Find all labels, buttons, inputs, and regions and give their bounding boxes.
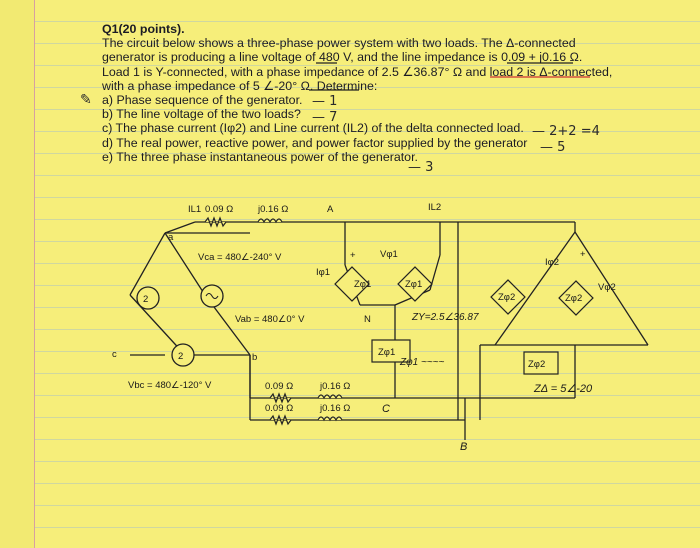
question-line: e) The three phase instantaneous power o…	[102, 149, 418, 164]
node-c-hand: C	[382, 403, 390, 415]
label-line-x2: j0.16 Ω	[319, 381, 350, 392]
note-zy: ZY=2.5∠36.87	[411, 312, 479, 323]
label-iphi1: Iφ1	[316, 267, 330, 278]
voltage-source-icon	[136, 286, 160, 310]
label-vphi2: Vφ2	[598, 282, 616, 293]
node-a-small: a	[168, 232, 174, 243]
note-zdelta: ZΔ = 5∠-20	[533, 383, 593, 395]
label-z1c: Zφ1	[378, 347, 395, 358]
node-n: N	[364, 314, 371, 325]
question-line: b) The line voltage of the two loads?	[102, 107, 301, 122]
question-line: a) Phase sequence of the generator.	[102, 93, 303, 108]
hand-mark-b: — 7	[312, 110, 338, 125]
voltage-source-icon	[171, 343, 195, 367]
label-line-r3: 0.09 Ω	[265, 403, 293, 414]
impedance-box	[334, 266, 370, 302]
label-line-r2: 0.09 Ω	[265, 381, 293, 392]
node-a: A	[327, 204, 334, 215]
resistor-icon	[204, 216, 227, 228]
label-z1a: Zφ1	[354, 279, 371, 290]
gen-number: 2	[178, 351, 183, 362]
question-line: The circuit below shows a three-phase po…	[102, 36, 576, 51]
note-zphi1: Zφ1 ~~~~	[399, 357, 444, 368]
scribble-icon: ✎	[80, 92, 92, 108]
hand-mark-d: — 5	[540, 140, 566, 155]
impedance-box	[371, 339, 411, 363]
label-vbc: Vbc = 480∠-120° V	[128, 380, 212, 391]
inductor-icon	[317, 416, 343, 422]
resistor-icon	[269, 392, 292, 404]
inductor-icon	[317, 394, 343, 400]
question-text: Q1(20 points). The circuit below shows a…	[102, 22, 682, 164]
label-vphi1: Vφ1	[380, 249, 398, 260]
question-line: generator is producing a line voltage of…	[102, 50, 583, 65]
label-z2c: Zφ2	[528, 359, 545, 370]
label-line-x3: j0.16 Ω	[319, 403, 350, 414]
paper-margin	[0, 0, 35, 548]
label-iphi2: Iφ2	[545, 257, 559, 268]
question-line: with a phase impedance of 5 ∠-20° Ω. Det…	[102, 78, 378, 93]
hand-mark-a: — 1	[312, 94, 338, 109]
label-il2: IL2	[428, 202, 441, 213]
gen-number: 2	[143, 294, 148, 305]
plus-sign: +	[350, 250, 356, 261]
plus-sign-2: +	[580, 249, 586, 260]
label-line-x: j0.16 Ω	[257, 204, 288, 215]
question-title: Q1(20 points).	[102, 22, 185, 36]
label-z1b: Zφ1	[405, 279, 422, 290]
question-line: d) The real power, reactive power, and p…	[102, 135, 528, 150]
impedance-box	[558, 280, 594, 316]
node-c-small: c	[112, 349, 117, 360]
resistor-icon	[269, 414, 292, 426]
hand-mark-c: — 2+2 =4	[532, 124, 600, 139]
label-line-r: 0.09 Ω	[205, 204, 233, 215]
label-il1: IL1	[188, 204, 201, 215]
inductor-icon	[257, 218, 283, 224]
impedance-box	[523, 351, 559, 375]
impedance-box	[397, 266, 433, 302]
label-z2b: Zφ2	[565, 293, 582, 304]
label-vab: Vab = 480∠0° V	[235, 314, 305, 325]
sine-wave-icon	[205, 292, 219, 300]
hand-mark-e: — 3	[408, 160, 434, 175]
label-z2a: Zφ2	[498, 292, 515, 303]
node-b-hand: B	[460, 441, 467, 453]
question-line: c) The phase current (Iφ2) and Line curr…	[102, 121, 524, 136]
impedance-box	[490, 279, 526, 315]
label-vca: Vca = 480∠-240° V	[198, 252, 282, 263]
node-b-small: b	[252, 352, 257, 363]
question-line: Load 1 is Y-connected, with a phase impe…	[102, 64, 613, 79]
